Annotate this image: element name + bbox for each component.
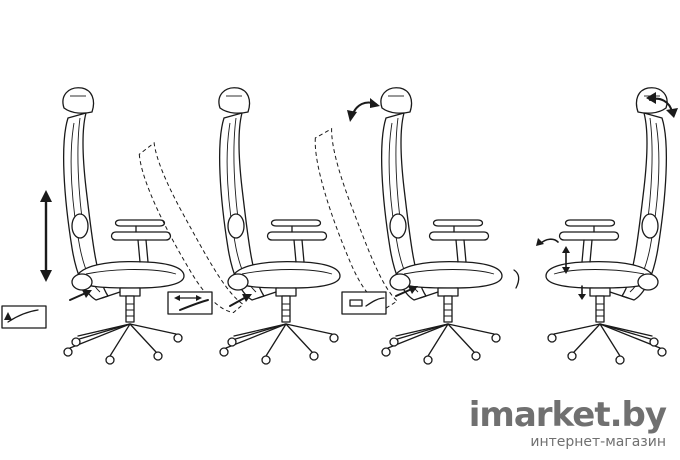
curved-rotate-arrow-icon (646, 92, 678, 118)
watermark-brand: imarket.by (468, 395, 667, 435)
panel-backrest-recline (309, 87, 520, 365)
panel-armrest-adjustment (536, 87, 678, 365)
lever-detail-inset (1, 290, 92, 329)
panel-height-adjustment (1, 87, 185, 365)
lever-detail-inset (341, 269, 520, 315)
armrest-arrows-icon (536, 238, 586, 300)
vertical-double-arrow-icon (40, 190, 52, 282)
panel-seat-slide (132, 87, 341, 365)
watermark-subtitle: интернет-магазин (530, 434, 666, 450)
watermark: imarket.by интернет-магазин (468, 395, 667, 450)
horizontal-double-arrow-icon (167, 291, 252, 315)
curved-rotate-arrow-icon (347, 98, 380, 122)
